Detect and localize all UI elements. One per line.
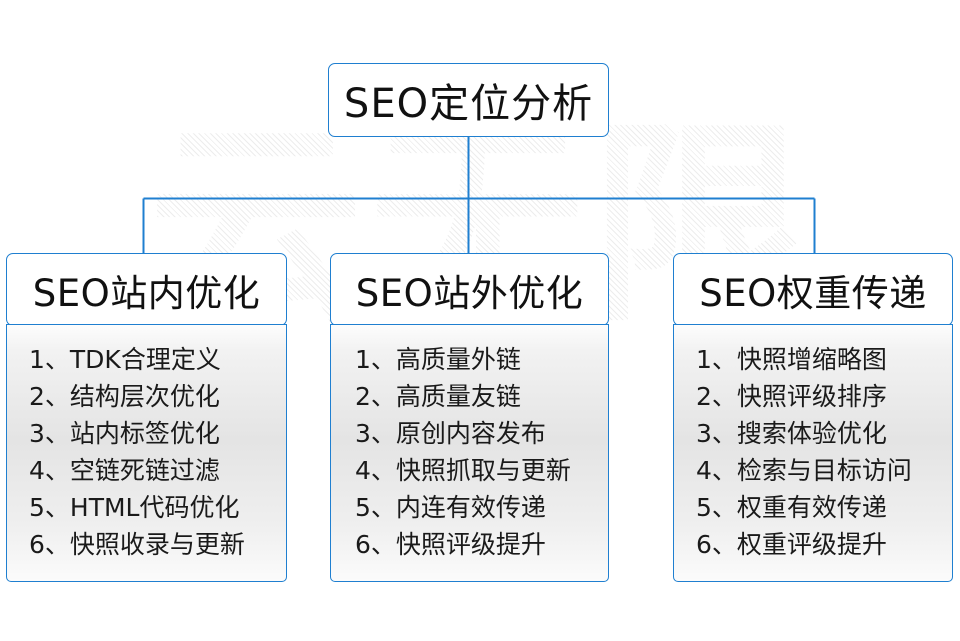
branch-body-seo-weight: 1、快照增缩略图 2、快照评级排序 3、搜索体验优化 4、检索与目标访问 5、权… [673,324,953,583]
list-item: 4、检索与目标访问 [696,456,912,486]
branch-header-label: SEO权重传递 [699,271,927,315]
branch-column-seo-offsite: SEO站外优化 1、高质量外链 2、高质量友链 3、原创内容发布 4、快照抓取与… [330,253,609,583]
list-item: 6、权重评级提升 [696,530,887,560]
list-item: 3、原创内容发布 [355,419,546,449]
list-item: 6、快照收录与更新 [29,530,245,560]
root-node[interactable]: SEO定位分析 [328,63,609,137]
list-item: 2、结构层次优化 [29,382,220,412]
list-item: 3、站内标签优化 [29,419,220,449]
branch-header-seo-offsite[interactable]: SEO站外优化 [330,253,609,326]
branch-body-seo-onsite: 1、TDK合理定义 2、结构层次优化 3、站内标签优化 4、空链死链过滤 5、H… [6,324,287,583]
list-item: 6、快照评级提升 [355,530,546,560]
list-item: 1、快照增缩略图 [696,345,887,375]
branch-column-seo-weight: SEO权重传递 1、快照增缩略图 2、快照评级排序 3、搜索体验优化 4、检索与… [673,253,953,583]
branch-body-seo-offsite: 1、高质量外链 2、高质量友链 3、原创内容发布 4、快照抓取与更新 5、内连有… [330,324,609,583]
list-item: 4、快照抓取与更新 [355,456,571,486]
list-item: 5、权重有效传递 [696,493,887,523]
branch-header-seo-onsite[interactable]: SEO站内优化 [6,253,287,326]
list-item: 1、高质量外链 [355,345,521,375]
list-item: 3、搜索体验优化 [696,419,887,449]
branch-header-seo-weight[interactable]: SEO权重传递 [673,253,953,326]
branch-header-label: SEO站内优化 [32,271,261,315]
root-node-label: SEO定位分析 [343,81,594,127]
branch-column-seo-onsite: SEO站内优化 1、TDK合理定义 2、结构层次优化 3、站内标签优化 4、空链… [6,253,287,583]
list-item: 2、快照评级排序 [696,382,887,412]
list-item: 2、高质量友链 [355,382,521,412]
list-item: 5、HTML代码优化 [29,493,240,523]
list-item: 5、内连有效传递 [355,493,546,523]
branch-header-label: SEO站外优化 [355,271,584,315]
list-item: 4、空链死链过滤 [29,456,220,486]
list-item: 1、TDK合理定义 [29,345,221,375]
